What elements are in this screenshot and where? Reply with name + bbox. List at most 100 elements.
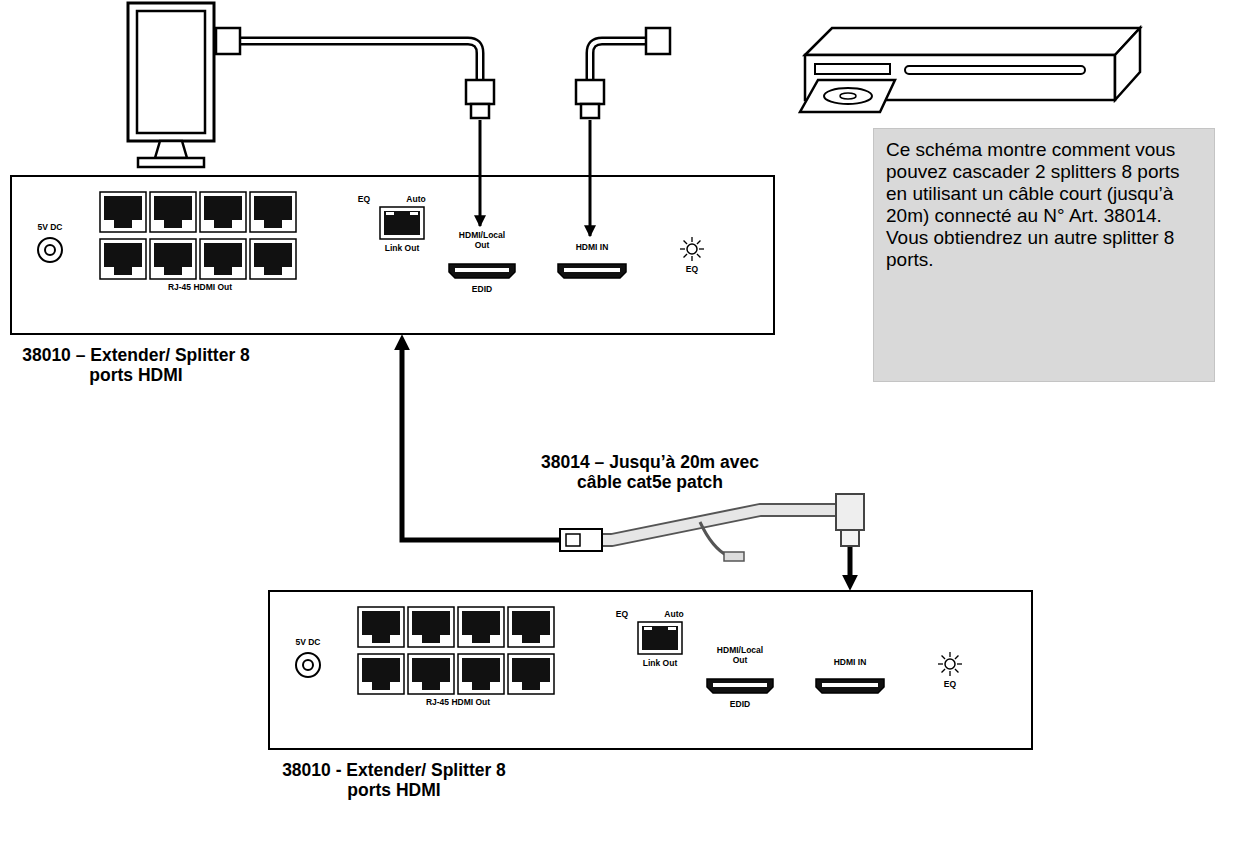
hdmi-port <box>816 679 884 693</box>
dvd-player-illustration <box>840 93 856 99</box>
hdmi-rj45-adapter <box>602 510 836 540</box>
rj45-port <box>100 239 146 279</box>
rj45-port <box>254 196 292 228</box>
dvd-player-illustration <box>815 64 890 74</box>
eq-led <box>699 248 704 249</box>
rj45-port <box>358 607 404 647</box>
eq-led <box>949 671 950 676</box>
rj45-port <box>154 196 192 228</box>
rj45-port <box>458 654 504 694</box>
rj45-port <box>200 239 246 279</box>
rj45-port <box>204 243 242 275</box>
dc-jack <box>38 238 62 262</box>
cat5e-cable <box>402 347 850 578</box>
rj45-port <box>250 239 296 279</box>
eq-led <box>687 244 697 254</box>
rj45-port <box>458 607 504 647</box>
rj45-port <box>362 658 400 690</box>
eq-led <box>938 663 943 664</box>
tv-illustration <box>138 158 204 167</box>
dc-jack <box>45 245 55 255</box>
rj45-port <box>100 192 146 232</box>
hdmi-rj45-adapter <box>724 552 744 561</box>
rj45-port <box>150 192 196 232</box>
eq-led <box>684 241 688 245</box>
link-out-port <box>644 627 652 630</box>
dc-jack <box>38 238 62 262</box>
rj45-port <box>512 658 550 690</box>
cable-label: 38014 – Jusqu’à 20m avec câble cat5e pat… <box>535 452 765 492</box>
rj45-port <box>104 243 142 275</box>
link-out-port <box>380 207 424 239</box>
rj45-port <box>408 607 454 647</box>
rj45-port <box>508 607 554 647</box>
rj45-port <box>100 192 146 232</box>
panel-drawing <box>38 192 704 279</box>
hdmi-port <box>713 683 767 687</box>
rj45-port <box>250 192 296 232</box>
eq-led <box>691 256 692 261</box>
eq-led <box>680 248 685 249</box>
rj45-port <box>204 196 242 228</box>
link-out-port <box>668 627 676 630</box>
dvd-player-illustration <box>1115 28 1140 100</box>
hdmi-port <box>707 679 773 693</box>
rj45-port <box>358 654 404 694</box>
splitter-panel: 5V DCRJ-45 HDMI OutEQAutoLink OutHDMI/Lo… <box>268 590 1033 750</box>
hdmi-rj45-adapter <box>566 534 580 546</box>
hdmi-port <box>455 268 509 272</box>
port-label: HDMI IN <box>562 243 622 253</box>
eq-led <box>697 254 701 258</box>
hdmi-rj45-adapter <box>836 494 864 530</box>
rj45-port <box>458 607 504 647</box>
rj45-port <box>512 611 550 643</box>
rj45-port <box>508 654 554 694</box>
tv-illustration <box>155 141 187 158</box>
rj45-port <box>362 611 400 643</box>
rj45-port <box>254 243 292 275</box>
link-out-port <box>380 207 424 239</box>
hdmi-port <box>558 264 626 278</box>
port-label: HDMI IN <box>820 658 880 668</box>
link-out-port <box>638 622 682 654</box>
link-out-port <box>384 211 420 235</box>
rj45-port <box>150 239 196 279</box>
rj45-port <box>412 658 450 690</box>
dvd-player-illustration <box>824 88 872 104</box>
hdmi-cable-dvd <box>576 80 604 104</box>
hdmi-rj45-adapter <box>560 494 864 561</box>
hdmi-cable-tv <box>479 120 482 226</box>
eq-led <box>955 669 959 673</box>
rj45-port <box>408 654 454 694</box>
hdmi-cable-tv <box>238 41 480 82</box>
port-label: EDID <box>720 700 760 710</box>
note-text: Ce schéma montre comment vous pouvez cas… <box>886 139 1202 271</box>
rj45-port <box>154 243 192 275</box>
hdmi-cable-dvd <box>581 104 599 118</box>
rj45-port <box>250 192 296 232</box>
tv-illustration <box>137 11 205 133</box>
hdmi-cable-tv <box>216 28 240 54</box>
hdmi-rj45-adapter <box>560 529 602 551</box>
dc-jack <box>303 660 313 670</box>
port-label: HDMI/Local Out <box>454 231 510 251</box>
eq-led <box>680 237 704 261</box>
rj45-port <box>200 192 246 232</box>
dc-jack <box>296 653 320 677</box>
device-name: 38010 - Extender/ Splitter 8 ports HDMI <box>267 760 521 800</box>
dvd-player-illustration <box>800 28 1140 112</box>
tv-illustration <box>128 3 214 167</box>
dvd-player-illustration <box>905 66 1085 74</box>
led-label: EQ <box>935 680 965 690</box>
port-label: Link Out <box>630 659 690 669</box>
rj45-port <box>150 239 196 279</box>
eq-led <box>955 656 959 660</box>
hdmi-cable-dvd <box>590 41 648 82</box>
hdmi-cable-dvd <box>589 120 592 236</box>
eq-led <box>949 652 950 657</box>
hdmi-port <box>449 264 515 278</box>
rj45-port <box>200 192 246 232</box>
tv-illustration <box>128 3 214 141</box>
hdmi-rj45-adapter <box>700 522 728 556</box>
hdmi-cable-dvd <box>646 28 670 54</box>
